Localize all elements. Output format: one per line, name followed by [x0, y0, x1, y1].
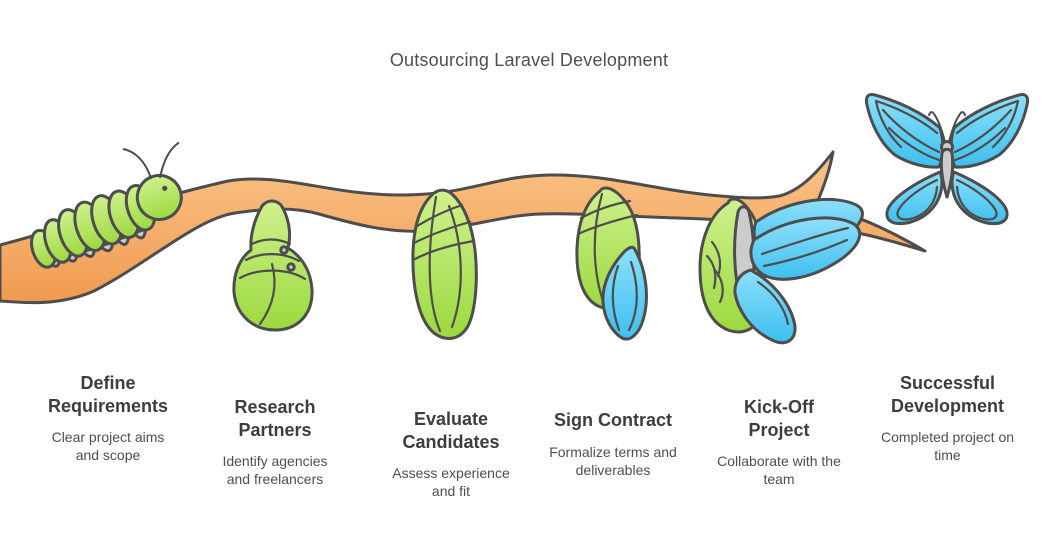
chrysalis-icon: [411, 188, 478, 340]
stage-label-define-requirements: Define Requirements Clear project aims a…: [45, 372, 171, 464]
stage-label-sign-contract: Sign Contract Formalize terms and delive…: [538, 409, 688, 479]
caterpillar-icon: [30, 141, 183, 269]
page-title: Outsourcing Laravel Development: [389, 50, 669, 70]
chrysalis-wing-showing-icon: [575, 186, 648, 341]
curled-chrysalis-icon: [232, 199, 314, 332]
stage-description: Identify agencies and freelancers: [222, 453, 328, 488]
stage-description: Completed project on time: [880, 429, 1015, 464]
stage-heading: Evaluate Candidates: [402, 409, 500, 452]
stage-description: Assess experience and fit: [392, 465, 510, 500]
stage-heading: Kick-Off Project: [743, 397, 814, 440]
butterfly-icon: [864, 92, 1030, 226]
branch-icon: [0, 150, 927, 305]
emerging-butterfly-icon: [698, 197, 864, 345]
stage-description: Clear project aims and scope: [51, 429, 165, 464]
stage-heading: Define Requirements: [47, 373, 169, 416]
stage-label-evaluate-candidates: Evaluate Candidates Assess experience an…: [386, 408, 516, 500]
stage-description: Collaborate with the team: [717, 453, 841, 488]
stage-label-kick-off-project: Kick-Off Project Collaborate with the te…: [714, 396, 844, 488]
stage-heading: Sign Contract: [553, 410, 672, 430]
stage-description: Formalize terms and deliverables: [549, 443, 677, 478]
stage-label-research-partners: Research Partners Identify agencies and …: [215, 396, 335, 488]
stage-heading: Successful Development: [890, 373, 1005, 416]
stage-heading: Research Partners: [234, 397, 316, 440]
stage-label-successful-development: Successful Development Completed project…: [880, 372, 1015, 464]
